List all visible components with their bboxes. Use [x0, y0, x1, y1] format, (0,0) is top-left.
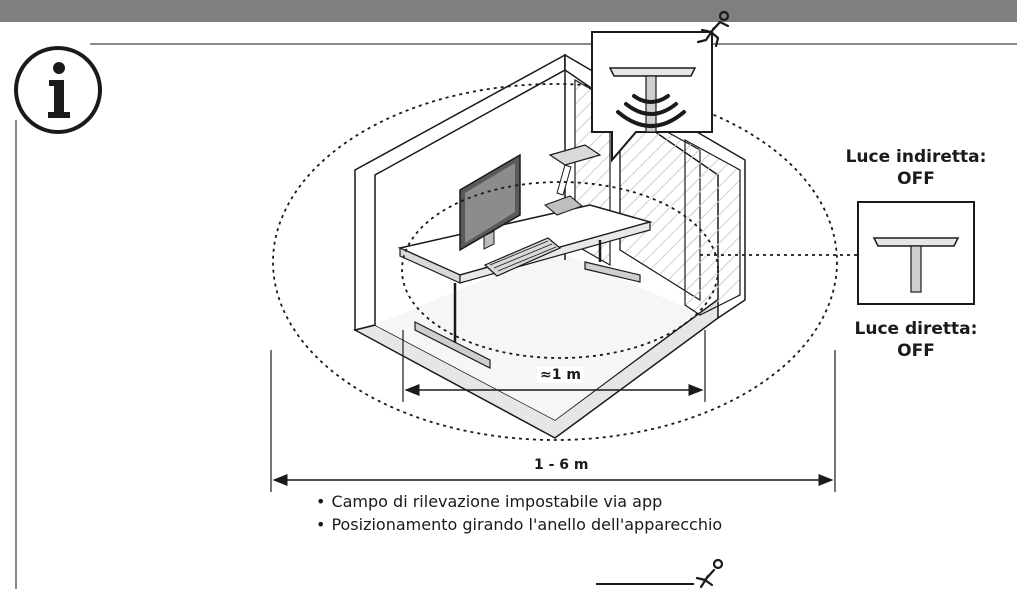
header-bar: [0, 0, 1017, 22]
indirect-light-state: OFF: [897, 169, 935, 189]
list-item: Posizionamento girando l'anello dell'app…: [316, 513, 722, 536]
notes-list: Campo di rilevazione impostabile via app…: [316, 490, 722, 536]
sensor-waves-icon: [632, 94, 670, 104]
outer-dimension-label: 1 - 6 m: [531, 457, 592, 473]
list-item: Campo di rilevazione impostabile via app: [316, 490, 722, 513]
indirect-light-title: Luce indiretta:: [845, 147, 987, 167]
info-icon: [14, 46, 102, 134]
running-person-icon-bottom: [695, 558, 724, 589]
margin-rule: [15, 120, 17, 589]
desk-lamp: [544, 144, 602, 216]
outer-dimension: [270, 350, 836, 492]
inner-dimension-label: ≈1 m: [537, 367, 584, 383]
direct-light-label: Luce diretta: OFF: [830, 318, 1002, 362]
outer-detection-zone: [272, 83, 838, 441]
keyboard: [483, 237, 562, 277]
inner-dimension: [402, 330, 706, 402]
direct-light-state: OFF: [897, 341, 935, 361]
indirect-light-label: Luce indiretta: OFF: [830, 146, 1002, 190]
section-rule: [90, 43, 1017, 45]
fixture-state-box: [857, 201, 975, 305]
inner-detection-zone: [401, 181, 719, 359]
monitor: [459, 153, 521, 252]
sensor-callout: [591, 31, 713, 163]
direct-light-title: Luce diretta:: [854, 319, 978, 339]
desk: [397, 204, 653, 369]
running-person-icon: [696, 10, 730, 48]
